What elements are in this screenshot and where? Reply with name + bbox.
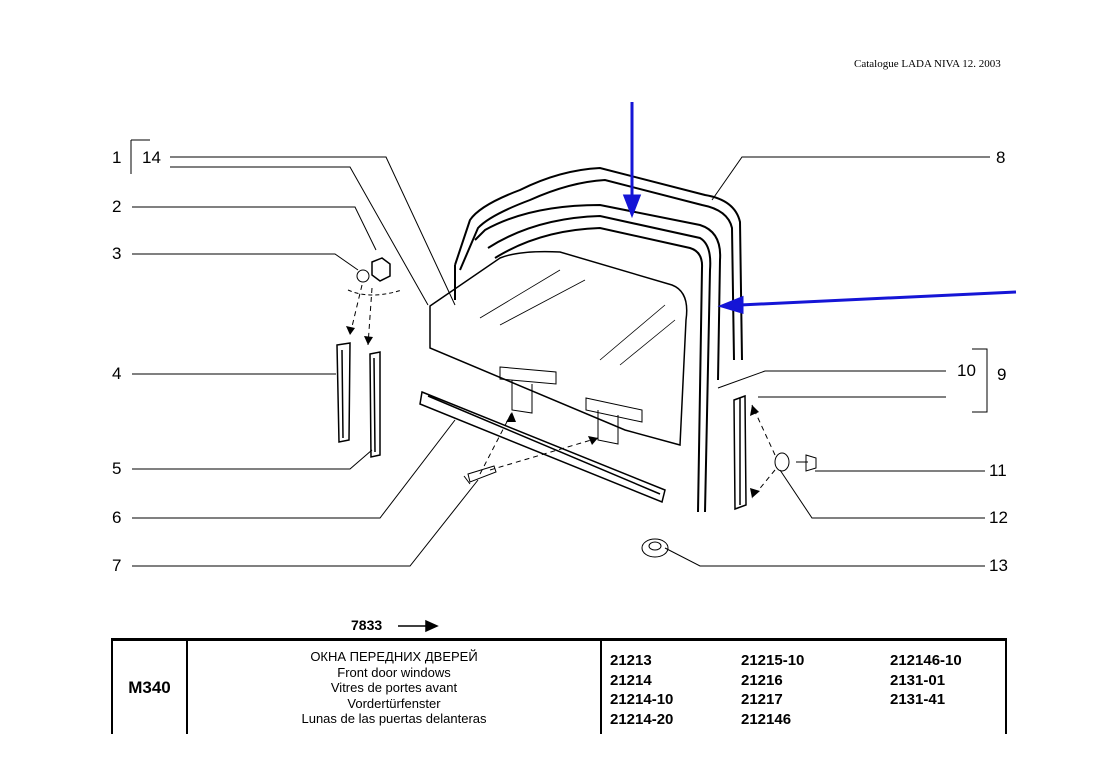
callout-11: 11 bbox=[989, 461, 1007, 480]
callout-2: 2 bbox=[112, 197, 122, 216]
lower-channel-rail bbox=[419, 390, 666, 504]
title-es: Lunas de las puertas delanteras bbox=[301, 711, 487, 726]
model-code: 2131-41 bbox=[890, 691, 946, 708]
model-code: 2131-01 bbox=[890, 671, 946, 689]
model-code: 21217 bbox=[741, 691, 783, 708]
catalogue-header: Catalogue LADA NIVA 12. 2003 bbox=[854, 58, 1001, 70]
leader-line-5 bbox=[132, 449, 373, 470]
leader-line-3 bbox=[132, 253, 359, 271]
models-column-2: 21215-10 21216 21217 212146 bbox=[741, 651, 804, 729]
models-column-3: 212146-10 2131-01 2131-41 bbox=[890, 651, 962, 710]
model-code: 21216 bbox=[741, 671, 783, 689]
figure-reference: 7833 bbox=[351, 617, 383, 633]
leader-line-14b bbox=[170, 166, 429, 306]
section-titles: ОКНА ПЕРЕДНИХ ДВЕРЕЙ Front door windows … bbox=[188, 649, 600, 727]
section-code: M340 bbox=[113, 641, 188, 734]
door-frame-seal bbox=[454, 166, 743, 381]
plug-13 bbox=[641, 538, 669, 558]
callout-8: 8 bbox=[996, 148, 1006, 167]
column-divider bbox=[600, 641, 602, 734]
models-column-1: 21213 21214 21214-10 21214-20 bbox=[610, 651, 673, 729]
callout-1: 1 bbox=[112, 148, 122, 167]
callout-9: 9 bbox=[997, 365, 1007, 384]
annotation-arrows bbox=[622, 102, 1017, 315]
callout-6: 6 bbox=[112, 508, 122, 527]
leader-line-7 bbox=[132, 479, 479, 567]
leader-line-2 bbox=[132, 206, 377, 251]
nut-2 bbox=[371, 257, 391, 282]
glass-run-channel bbox=[487, 214, 712, 513]
callout-10: 10 bbox=[957, 361, 976, 380]
model-code: 21214-20 bbox=[610, 710, 674, 728]
callout-4: 4 bbox=[112, 364, 122, 383]
title-de: Vordertürfenster bbox=[347, 695, 441, 711]
leader-line-13 bbox=[664, 547, 985, 567]
bracket-9-10 bbox=[972, 348, 988, 413]
screw-7 bbox=[463, 465, 497, 485]
callout-14: 14 bbox=[142, 148, 161, 167]
washer-3 bbox=[356, 269, 370, 283]
model-code: 21214 bbox=[610, 671, 652, 689]
model-code: 212146 bbox=[741, 710, 792, 728]
title-ru: ОКНА ПЕРЕДНИХ ДВЕРЕЙ bbox=[310, 649, 478, 664]
door-glass bbox=[429, 250, 688, 446]
rear-guide-10 bbox=[733, 394, 747, 511]
title-fr: Vitres de portes avant bbox=[330, 680, 458, 695]
guide-channel-5 bbox=[369, 351, 381, 458]
title-block: M340 ОКНА ПЕРЕДНИХ ДВЕРЕЙ Front door win… bbox=[111, 638, 1007, 734]
glass-bracket-right bbox=[585, 397, 643, 445]
model-code: 212146-10 bbox=[890, 652, 962, 669]
leader-line-10 bbox=[717, 370, 946, 389]
leader-line-14 bbox=[170, 156, 456, 306]
title-en: Front door windows bbox=[337, 664, 451, 680]
leader-line-12 bbox=[779, 469, 985, 519]
figure-ref-arrow bbox=[398, 619, 439, 633]
callout-12: 12 bbox=[989, 508, 1008, 527]
leader-line-6 bbox=[132, 419, 456, 519]
model-code: 21215-10 bbox=[741, 652, 805, 669]
callout-7: 7 bbox=[112, 556, 122, 575]
callout-5: 5 bbox=[112, 459, 122, 478]
callout-13: 13 bbox=[989, 556, 1008, 575]
model-code: 21213 bbox=[610, 652, 652, 669]
leader-line-8 bbox=[711, 156, 990, 201]
glass-bracket-left bbox=[499, 366, 557, 414]
model-code: 21214-10 bbox=[610, 691, 674, 708]
bolt-11 bbox=[796, 454, 817, 472]
washer-12 bbox=[774, 452, 790, 472]
callout-3: 3 bbox=[112, 244, 122, 263]
bracket-1-14 bbox=[130, 139, 150, 174]
annotation-arrow-left bbox=[739, 290, 1017, 307]
guide-channel-4 bbox=[336, 342, 351, 443]
